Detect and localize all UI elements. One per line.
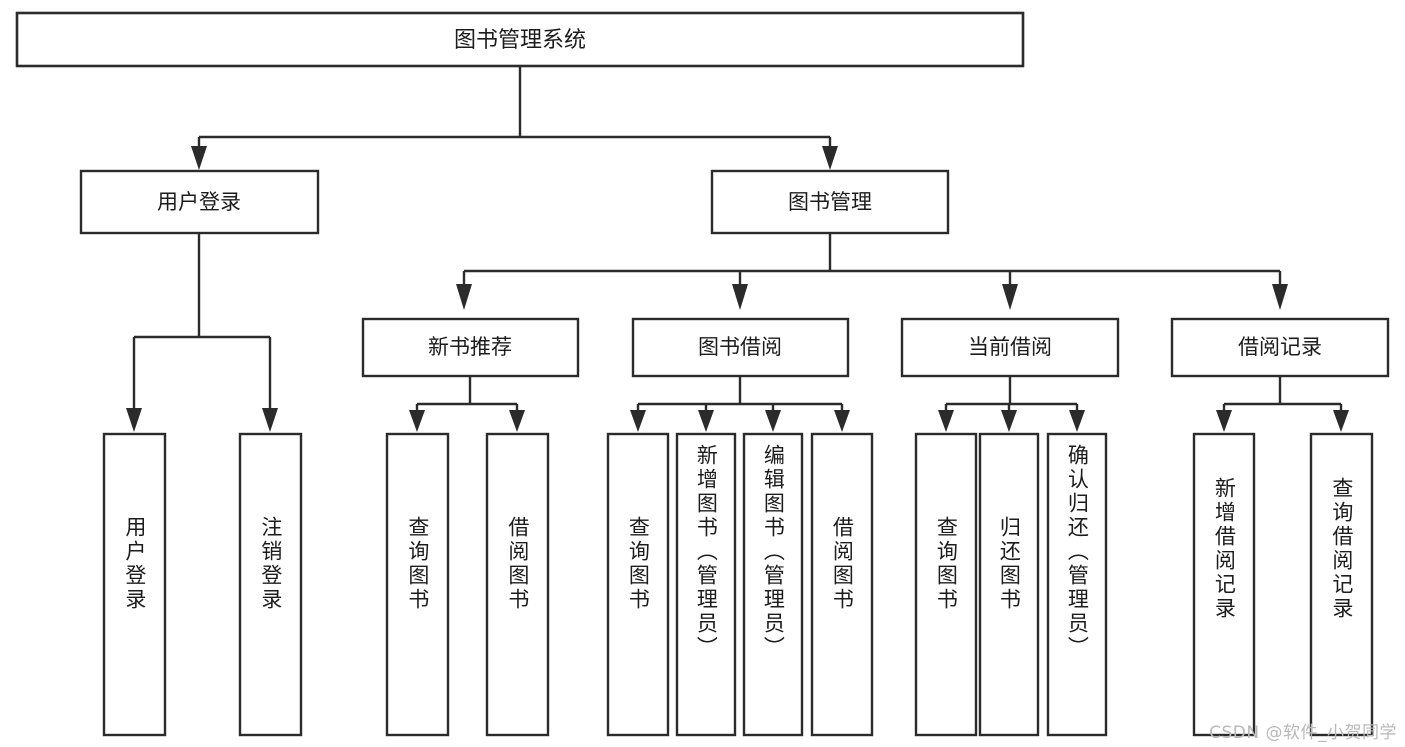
leaf-add-book-box[interactable]: [675, 432, 737, 737]
node-user-login-box[interactable]: [79, 169, 320, 235]
arrow-to-leaf-user-login: [126, 408, 142, 432]
leaf-query-book-3-box[interactable]: [914, 432, 978, 737]
node-book-management-box[interactable]: [710, 169, 950, 235]
leaf-user-login-box[interactable]: [102, 432, 167, 737]
arrow-to-leaf-query-record: [1333, 410, 1349, 432]
connector-group-root: [191, 66, 838, 170]
node-user-login[interactable]: 用户登录: [79, 169, 320, 235]
node-new-book-recommend[interactable]: 新书推荐: [361, 317, 580, 378]
leaf-borrow-book-1-box[interactable]: [485, 432, 550, 737]
arrow-to-leaf-logout-login: [262, 408, 278, 432]
arrow-to-borrow-record: [1272, 284, 1288, 310]
arrow-to-leaf-add-book: [698, 410, 714, 432]
leaf-logout-login-box[interactable]: [238, 432, 303, 737]
arrow-to-leaf-edit-book: [765, 410, 781, 432]
node-borrow-record-label: 借阅记录: [1238, 335, 1322, 359]
leaf-edit-book-box[interactable]: [742, 432, 804, 737]
node-new-book-recommend-label: 新书推荐: [428, 335, 512, 359]
node-borrow-record-box[interactable]: [1170, 317, 1390, 378]
node-book-borrow[interactable]: 图书借阅: [631, 317, 850, 378]
arrow-root-to-book-management: [822, 146, 838, 170]
arrow-to-leaf-borrow-book-2: [834, 410, 850, 432]
arrow-to-leaf-add-record: [1216, 410, 1232, 432]
node-root-box[interactable]: [15, 11, 1025, 68]
arrow-to-current-borrow: [1002, 284, 1018, 310]
connector-group-user-login: [126, 233, 278, 432]
connector-group-book-borrow: [630, 376, 850, 432]
leaf-add-record-box[interactable]: [1192, 432, 1256, 737]
node-book-management-label: 图书管理: [788, 190, 872, 214]
node-current-borrow[interactable]: 当前借阅: [900, 317, 1120, 378]
leaf-boxes: [102, 432, 1374, 737]
arrow-to-leaf-return-book: [1001, 410, 1017, 432]
node-current-borrow-label: 当前借阅: [968, 335, 1052, 359]
connector-group-borrow-record: [1216, 376, 1349, 432]
leaf-confirm-return-box[interactable]: [1046, 432, 1108, 737]
arrow-to-leaf-query-book-1: [409, 410, 425, 432]
node-user-login-label: 用户登录: [157, 190, 241, 214]
node-new-book-recommend-box[interactable]: [361, 317, 580, 378]
node-book-management[interactable]: 图书管理: [710, 169, 950, 235]
node-root-label: 图书管理系统: [454, 28, 586, 53]
node-root[interactable]: 图书管理系统: [15, 11, 1025, 68]
connector-group-current-borrow: [938, 376, 1085, 432]
arrow-to-new-book-recommend: [456, 284, 472, 310]
node-current-borrow-box[interactable]: [900, 317, 1120, 378]
node-book-borrow-label: 图书借阅: [698, 335, 782, 359]
arrow-to-leaf-confirm-return: [1069, 410, 1085, 432]
leaf-query-record-box[interactable]: [1309, 432, 1374, 737]
arrow-to-leaf-query-book-3: [938, 410, 954, 432]
node-borrow-record[interactable]: 借阅记录: [1170, 317, 1390, 378]
leaf-query-book-2-box[interactable]: [606, 432, 670, 737]
arrow-to-book-borrow: [732, 284, 748, 310]
arrow-to-leaf-query-book-2: [630, 410, 646, 432]
leaf-query-book-1-box[interactable]: [385, 432, 450, 737]
leaf-return-book-box[interactable]: [978, 432, 1040, 737]
connector-group-book-management: [456, 233, 1288, 310]
connector-group-new-book-recommend: [409, 376, 525, 432]
csdn-watermark: CSDN @软件_小贺同学: [1209, 723, 1397, 743]
leaf-borrow-book-2-box[interactable]: [810, 432, 874, 737]
arrow-to-leaf-borrow-book-1: [509, 410, 525, 432]
arrow-root-to-user-login: [191, 146, 207, 170]
node-book-borrow-box[interactable]: [631, 317, 850, 378]
